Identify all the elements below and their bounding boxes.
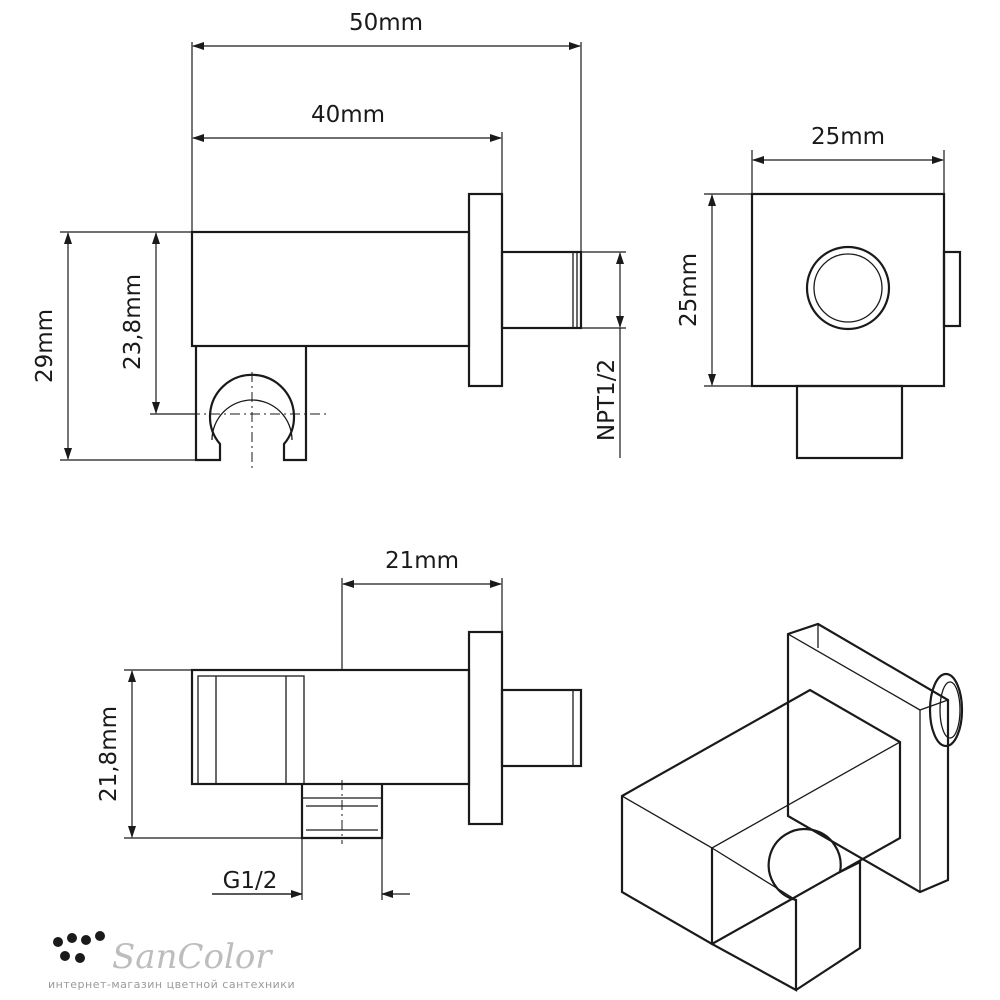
logo-dot (95, 931, 105, 941)
dim-flange-offset: 21mm (385, 548, 459, 574)
top-body (190, 668, 471, 786)
side-outlet-ring-outer (805, 245, 891, 331)
dim-overall-height: 29mm (32, 309, 58, 383)
front-flange (467, 192, 504, 388)
side-outlet-ring-inner (813, 253, 883, 323)
iso-body (620, 688, 902, 946)
brand-logo: SanColor интернет-магазин цветной сантех… (48, 931, 295, 991)
front-body (190, 230, 471, 348)
dim-side-width: 25mm (811, 124, 885, 150)
isometric-view (620, 622, 964, 992)
iso-flange (786, 622, 950, 894)
top-nipple (500, 688, 583, 768)
top-holder-recess (197, 675, 305, 785)
logo-dot (81, 935, 91, 945)
front-nipple (500, 250, 583, 330)
top-flange (467, 630, 504, 826)
brand-tagline: интернет-магазин цветной сантехники (48, 978, 295, 991)
iso-holder (710, 827, 862, 992)
side-flange (750, 192, 946, 388)
dim-body-length: 40mm (311, 102, 385, 128)
iso-nipple (928, 672, 964, 748)
logo-dot (75, 953, 85, 963)
side-holder (795, 384, 904, 460)
top-view: 21mm 21,8mm G1/2 (96, 548, 583, 900)
front-view: 50mm 40mm 29mm 23,8mm NPT1/2 (32, 10, 626, 470)
front-holder (194, 346, 308, 462)
side-view: 25mm 25mm (676, 124, 962, 460)
logo-dot (67, 933, 77, 943)
dim-side-height: 25mm (676, 253, 702, 327)
dim-thread-npt: NPT1/2 (594, 359, 620, 441)
dim-body-depth: 21,8mm (96, 706, 122, 802)
top-outlet (300, 784, 384, 840)
dim-outlet-thread: G1/2 (223, 868, 278, 894)
brand-name: SanColor (112, 937, 273, 977)
logo-dot (60, 951, 70, 961)
logo-dot (53, 937, 63, 947)
dim-overall-length: 50mm (349, 10, 423, 36)
side-nipple (942, 250, 962, 328)
dim-body-height: 23,8mm (120, 274, 146, 370)
